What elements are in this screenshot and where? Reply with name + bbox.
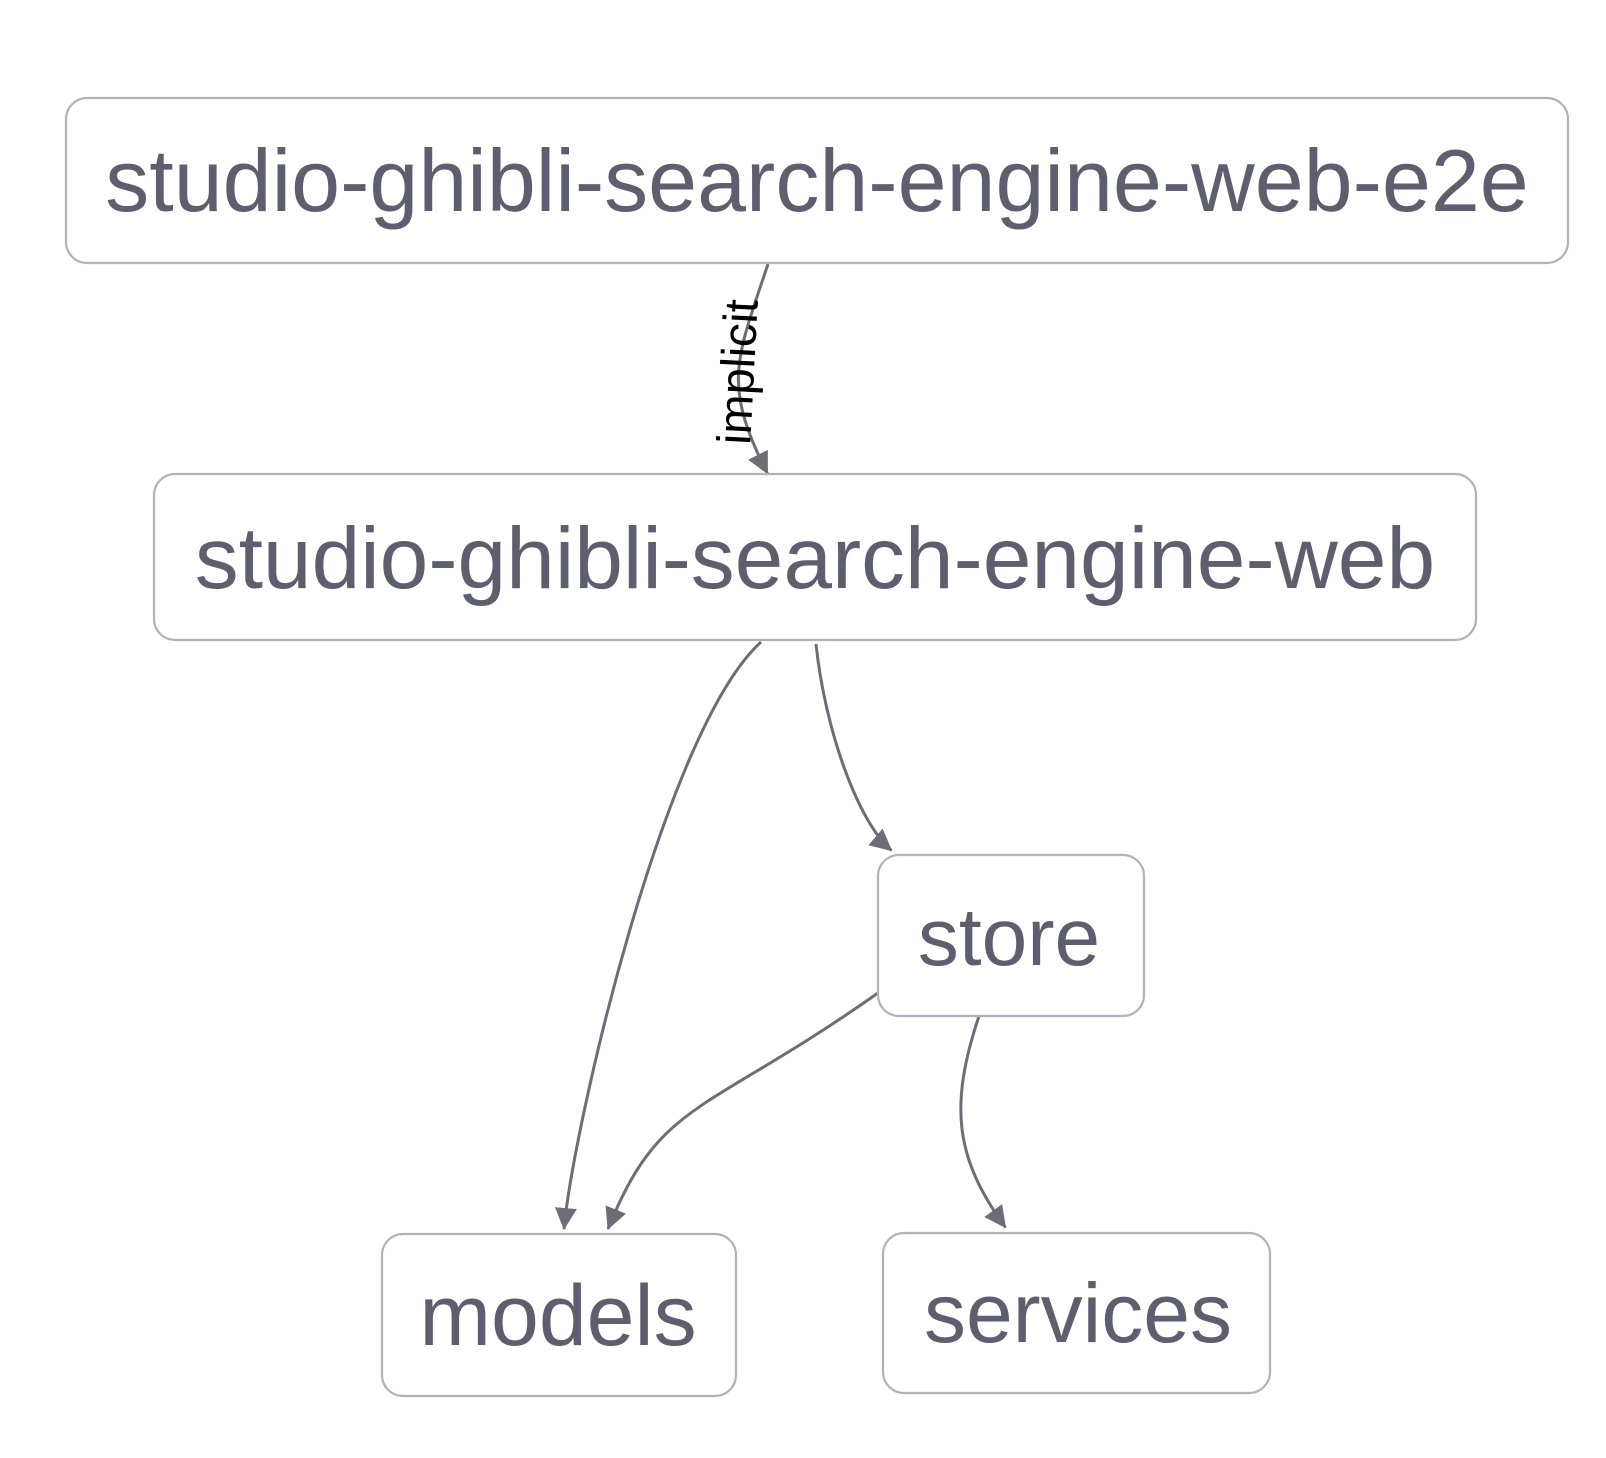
svg-text:studio-ghibli-search-engine-we: studio-ghibli-search-engine-web-e2e [105,131,1528,230]
svg-text:studio-ghibli-search-engine-we: studio-ghibli-search-engine-web [195,509,1435,607]
svg-text:models: models [419,1268,696,1364]
svg-text:implicit: implicit [708,298,769,446]
svg-text:store: store [918,892,1100,983]
svg-text:services: services [924,1266,1232,1360]
